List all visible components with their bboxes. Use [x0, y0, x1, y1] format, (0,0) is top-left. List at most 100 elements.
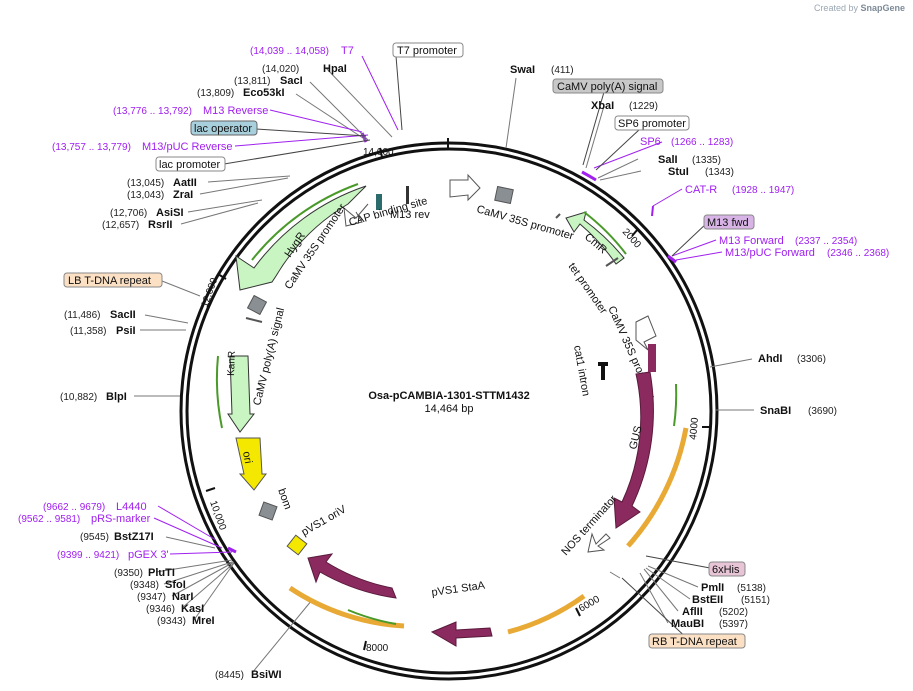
enzyme-name-sacii: SacII [110, 309, 136, 321]
gus-orange-strand [626, 427, 689, 548]
tick-label-4000: 4000 [688, 417, 701, 441]
primer-labels: (14,039 .. 14,058) T7 (13,776 .. 13,792)… [18, 45, 889, 561]
box-leader-lines [223, 55, 711, 642]
lb-tdna-label: LB T-DNA repeat [68, 275, 151, 287]
tick-marks [205, 138, 711, 651]
hygr-arrow [235, 185, 367, 291]
m13rev-label: M13 rev [390, 209, 430, 221]
enzyme-pos-snabi: (3690) [808, 406, 837, 417]
enzyme-name-kasi: KasI [181, 603, 204, 615]
boxed-labels: T7 promoter lac operator lac promoter LB… [63, 42, 755, 649]
pvs1-staa-label: pVS1 StaA [431, 580, 487, 599]
gus-green-strand [673, 383, 678, 427]
camv-polya-inner-mark [245, 317, 263, 323]
enzyme-pos-saci: (13,811) [234, 76, 271, 87]
primer-pos-pgex: (9399 .. 9421) [57, 550, 119, 561]
camv35s-arrow-1 [343, 203, 369, 227]
enzyme-name-aflii: AflII [682, 606, 703, 618]
enzyme-name-bstz17i: BstZ17I [114, 531, 154, 543]
small-feature-1 [555, 213, 561, 219]
pvs1-staa-arrow [430, 621, 493, 647]
primer-pos-m13fwd: (2337 .. 2354) [795, 236, 857, 247]
tet-label: tet promoter [566, 261, 610, 317]
snapgene-logo-text: SnapGene [860, 3, 905, 13]
enzyme-pos-aatii: (13,045) [127, 178, 164, 189]
sp6-promoter-box [614, 115, 690, 131]
kanr-arrow [227, 355, 256, 433]
lb-tdna-box [63, 272, 163, 288]
enzyme-name-maubi: MauBI [671, 618, 704, 630]
enzyme-name-pmli: PmlI [701, 582, 724, 594]
prs-marker [227, 546, 237, 554]
sixhis-box [708, 561, 746, 577]
enzyme-pos-ahdi: (3306) [797, 354, 826, 365]
enzyme-pos-mrei: (9343) [157, 616, 186, 627]
enzyme-name-bsteii: BstEII [692, 594, 723, 606]
enzyme-pos-maubi: (5397) [719, 619, 748, 630]
enzyme-pos-asisi: (12,706) [110, 208, 147, 219]
cmr-strand [583, 211, 627, 255]
enzyme-name-ahdi: AhdI [758, 353, 782, 365]
enzyme-name-sali: SalI [658, 154, 678, 166]
camv-polya-block [494, 185, 514, 205]
primer-leader-lines [153, 55, 723, 555]
m13-fwd-marker [667, 254, 677, 264]
enzyme-pos-hpai: (14,020) [262, 64, 299, 75]
enzyme-pos-zrai: (13,043) [127, 190, 164, 201]
cat1-intron-stem [601, 362, 605, 380]
enzyme-pos-sfoi: (9348) [130, 580, 159, 591]
m13rev-block [406, 186, 409, 204]
enzyme-name-rsrii: RsrII [148, 219, 172, 231]
enzyme-pos-pmli: (5138) [737, 583, 766, 594]
tick-2000 [631, 228, 639, 237]
bom-label: bom [275, 487, 294, 511]
camv-polya-inner-block [246, 294, 268, 316]
tick-10000 [205, 487, 216, 492]
primer-name-m13puc-fwd: M13/pUC Forward [725, 247, 815, 259]
cmr-arrow [565, 211, 625, 265]
enzyme-pos-stui: (1343) [705, 167, 734, 178]
leader-lines [134, 67, 754, 674]
enzyme-name-bsiwi: BsiWI [251, 669, 282, 681]
primer-pos-m13puc-rev: (13,757 .. 13,779) [52, 142, 131, 153]
enzyme-labels-right: SwaI (411) XbaI (1229) SalI (1335) StuI … [510, 64, 837, 630]
enzyme-name-blpi: BlpI [106, 391, 127, 403]
enzyme-name-stui: StuI [668, 166, 689, 178]
enzyme-pos-swai: (411) [551, 65, 574, 76]
enzyme-labels-left: (14,020) HpaI (13,811) SacI (13,809) Eco… [60, 63, 347, 681]
plasmid-length: 14,464 bp [425, 403, 474, 415]
enzyme-name-mrei: MreI [192, 615, 215, 627]
camv-polya-label: CaMV poly(A) signal [557, 81, 657, 93]
tick-6000 [575, 607, 581, 617]
primer-name-catr: CAT-R [685, 184, 717, 196]
primer-name-prs: pRS-marker [91, 513, 151, 525]
tick-14000 [379, 147, 383, 158]
enzyme-pos-pluti: (9350) [114, 568, 143, 579]
tick-label-14000: 14,000 [363, 147, 394, 158]
camv35s-arrow-3 [635, 315, 657, 351]
enzyme-name-saci: SacI [280, 75, 303, 87]
enzyme-name-zrai: ZraI [173, 189, 193, 201]
repa-green-strand [347, 609, 397, 625]
enzyme-pos-rsrii: (12,657) [102, 220, 139, 231]
m13-fwd-label: M13 fwd [707, 217, 749, 229]
rb-tdna-label: RB T-DNA repeat [652, 636, 737, 648]
tick-8000 [363, 640, 367, 651]
primer-name-pgex: pGEX 3' [128, 549, 169, 561]
primer-pos-m13rev: (13,776 .. 13,792) [113, 106, 192, 117]
enzyme-pos-eco53ki: (13,809) [197, 88, 234, 99]
plasmid-name: Osa-pCAMBIA-1301-STTM1432 [368, 390, 529, 402]
primer-pos-sp6: (1266 .. 1283) [671, 137, 733, 148]
gus-start-block [648, 344, 656, 372]
cmr-label: CmR [582, 231, 609, 256]
camv35s-label-2: CaMV 35S promoter [475, 203, 575, 242]
pvs1-oriv-block [286, 534, 308, 556]
enzyme-name-pluti: PluTI [148, 567, 175, 579]
lac-promoter-box [155, 156, 226, 172]
sp6-marker [581, 170, 597, 182]
enzyme-pos-sacii: (11,486) [64, 310, 101, 321]
hygr-strand [251, 183, 359, 261]
m13-fwd-box [703, 214, 755, 230]
enzyme-name-xbai: XbaI [591, 100, 614, 112]
enzyme-name-nari: NarI [172, 591, 193, 603]
